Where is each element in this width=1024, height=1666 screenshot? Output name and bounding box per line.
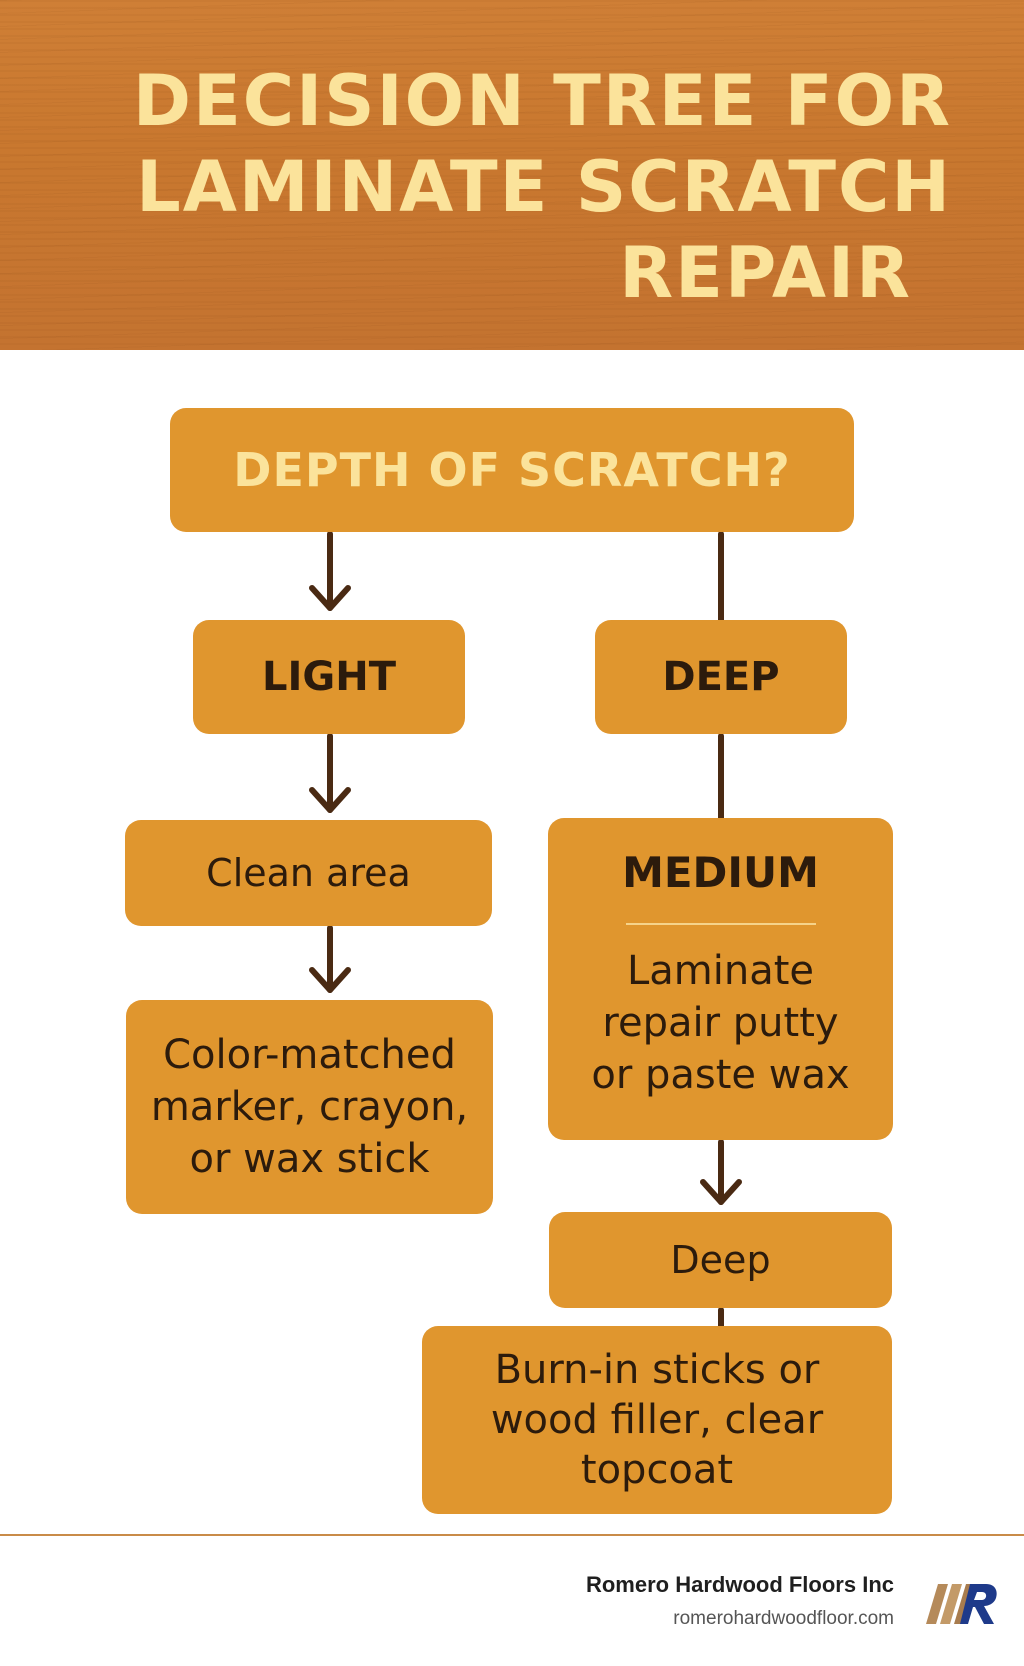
burn-line-3: topcoat bbox=[580, 1447, 734, 1493]
footer-divider bbox=[0, 1534, 1024, 1536]
arrowhead-clean-marker bbox=[309, 967, 351, 993]
node-light: LIGHT bbox=[193, 620, 465, 734]
node-light-label: LIGHT bbox=[262, 654, 396, 700]
title-line-1: DECISION TREE FOR bbox=[132, 60, 952, 142]
node-deep-repair: Deep bbox=[549, 1212, 892, 1308]
page-title: DECISION TREE FOR LAMINATE SCRATCH REPAI… bbox=[132, 58, 952, 316]
node-deep: DEEP bbox=[595, 620, 847, 734]
node-clean-area-label: Clean area bbox=[206, 851, 411, 895]
medium-line-2: repair putty bbox=[602, 1000, 839, 1046]
node-depth-of-scratch: DEPTH OF SCRATCH? bbox=[170, 408, 854, 532]
title-line-3: REPAIR bbox=[619, 232, 912, 314]
node-clean-area: Clean area bbox=[125, 820, 492, 926]
title-line-2: LAMINATE SCRATCH bbox=[136, 146, 952, 228]
burn-line-2: wood filler, clear bbox=[490, 1397, 824, 1443]
node-medium: MEDIUM Laminate repair putty or paste wa… bbox=[548, 818, 893, 1140]
node-depth-of-scratch-label: DEPTH OF SCRATCH? bbox=[233, 443, 791, 497]
node-deep-label: DEEP bbox=[662, 654, 780, 700]
arrowhead-medium-deep bbox=[700, 1179, 742, 1205]
marker-line-1: Color-matched bbox=[163, 1032, 456, 1078]
company-name: Romero Hardwood Floors Inc bbox=[585, 1572, 894, 1597]
marker-line-2: marker, crayon, bbox=[150, 1084, 469, 1130]
node-medium-text: Laminate repair putty or paste wax bbox=[591, 945, 849, 1101]
node-medium-heading: MEDIUM bbox=[622, 848, 819, 897]
medium-line-1: Laminate bbox=[626, 948, 815, 994]
company-logo bbox=[926, 1584, 997, 1624]
medium-divider bbox=[625, 923, 816, 925]
arrowhead-root-light bbox=[309, 585, 351, 611]
node-burn-in-sticks: Burn-in sticks or wood filler, clear top… bbox=[422, 1326, 892, 1514]
marker-line-3: or wax stick bbox=[189, 1136, 430, 1182]
node-deep-repair-label: Deep bbox=[670, 1238, 771, 1282]
medium-line-3: or paste wax bbox=[591, 1052, 850, 1098]
company-website: romerohardwoodfloor.com bbox=[673, 1608, 894, 1629]
node-color-matched-marker: Color-matched marker, crayon, or wax sti… bbox=[126, 1000, 493, 1214]
burn-line-1: Burn-in sticks or bbox=[494, 1347, 820, 1393]
arrowhead-light-clean bbox=[309, 787, 351, 813]
header-banner: DECISION TREE FOR LAMINATE SCRATCH REPAI… bbox=[0, 0, 1024, 350]
